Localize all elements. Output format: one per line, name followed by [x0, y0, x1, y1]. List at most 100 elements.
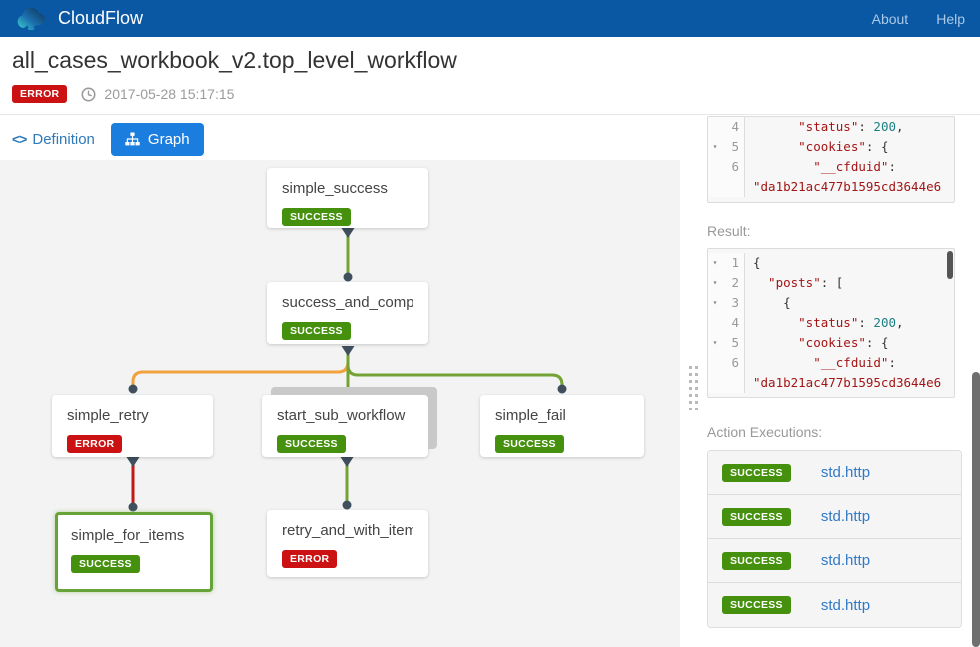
action-execution-row[interactable]: SUCCESS std.http	[708, 495, 961, 539]
workflow-graph-pane: simple_success SUCCESS success_and_compl…	[0, 160, 680, 647]
code-token: "cookies"	[753, 139, 866, 154]
node-status-badge: ERROR	[282, 550, 338, 568]
fold-toggle[interactable]	[708, 157, 722, 177]
action-executions-list: SUCCESS std.http SUCCESS std.http SUCCES…	[707, 450, 962, 628]
code-text: "__cfduid":	[745, 157, 896, 177]
fold-toggle[interactable]: ▾	[708, 333, 722, 353]
brand-title[interactable]: CloudFlow	[58, 8, 144, 28]
action-link[interactable]: std.http	[820, 508, 871, 525]
fold-toggle[interactable]	[708, 117, 722, 137]
code-token: 200	[873, 119, 896, 134]
code-token: "da1b21ac477b1595cd3644e6	[753, 375, 942, 390]
node-title: simple_retry	[67, 407, 149, 424]
node-status-badge: SUCCESS	[277, 435, 346, 453]
line-number: 5	[722, 333, 745, 353]
action-link[interactable]: std.http	[820, 464, 871, 481]
view-tabs: <> Definition Graph	[12, 121, 204, 157]
action-status-badge: SUCCESS	[722, 507, 791, 526]
fold-toggle[interactable]	[708, 353, 722, 373]
fold-toggle[interactable]: ▾	[708, 253, 722, 273]
code-token: "status"	[753, 119, 859, 134]
workflow-node-simple-fail[interactable]: simple_fail SUCCESS	[480, 395, 644, 457]
cloud-icon	[15, 7, 49, 30]
workflow-edges-layer	[126, 228, 567, 512]
code-token: ,	[896, 119, 904, 134]
workflow-node-simple-success[interactable]: simple_success SUCCESS	[267, 168, 428, 228]
action-execution-row[interactable]: SUCCESS std.http	[708, 539, 961, 583]
workflow-node-success-and-complete[interactable]: success_and_complete SUCCESS	[267, 282, 428, 344]
code-icon: <>	[12, 131, 27, 147]
code-token: "__cfduid"	[753, 159, 889, 174]
fold-toggle[interactable]: ▾	[708, 137, 722, 157]
node-title: simple_for_items	[71, 527, 185, 544]
fold-toggle[interactable]	[708, 313, 722, 333]
line-number	[722, 177, 745, 197]
action-execution-row[interactable]: SUCCESS std.http	[708, 451, 961, 495]
node-title: simple_success	[282, 180, 388, 197]
code-token: "status"	[753, 315, 859, 330]
task-details-panel: 4 "status": 200, ▾ 5 "cookies": { 6 "__c…	[705, 116, 967, 647]
tab-definition[interactable]: <> Definition	[12, 131, 95, 148]
code-token: :	[858, 315, 874, 330]
code-line: ▾ 5 "cookies": {	[708, 137, 954, 157]
workflow-node-simple-for-items[interactable]: simple_for_items SUCCESS	[55, 512, 213, 592]
code-line: ▾ 3 {	[708, 293, 954, 313]
node-title: simple_fail	[495, 407, 566, 424]
line-number: 1	[722, 253, 745, 273]
workflow-node-simple-retry[interactable]: simple_retry ERROR	[52, 395, 213, 457]
code-token: : {	[865, 335, 889, 350]
line-number: 6	[722, 157, 745, 177]
tab-graph-label: Graph	[147, 130, 190, 148]
timestamp: 2017-05-28 15:17:15	[104, 86, 235, 102]
result-label: Result:	[707, 223, 751, 239]
line-number: 3	[722, 293, 745, 313]
node-title: retry_and_with_items	[282, 522, 413, 539]
node-status-badge: SUCCESS	[71, 555, 140, 573]
fold-toggle[interactable]: ▾	[708, 293, 722, 313]
about-link[interactable]: About	[871, 10, 909, 27]
code-token: {	[753, 255, 761, 270]
action-link[interactable]: std.http	[820, 552, 871, 569]
code-text: "cookies": {	[745, 333, 888, 353]
action-link[interactable]: std.http	[820, 596, 871, 614]
code-text: "status": 200,	[745, 117, 904, 137]
code-token: : [	[820, 275, 844, 290]
page-header: all_cases_workbook_v2.top_level_workflow…	[0, 37, 980, 115]
node-title: start_sub_workflow	[277, 407, 406, 424]
resize-grip-dots	[688, 366, 692, 410]
node-status-badge: SUCCESS	[495, 435, 564, 453]
result-scrollbar-thumb[interactable]	[947, 251, 953, 279]
workflow-node-retry-and-with-items[interactable]: retry_and_with_items ERROR	[267, 510, 428, 577]
help-link[interactable]: Help	[936, 10, 965, 27]
page-scrollbar-thumb[interactable]	[972, 372, 980, 647]
code-line: "da1b21ac477b1595cd3644e6	[708, 177, 954, 197]
code-text: "posts": [	[745, 273, 843, 293]
action-execution-row[interactable]: SUCCESS std.http	[708, 583, 961, 627]
result-code-block: ▾ 1 { ▾ 2 "posts": [ ▾ 3 { 4 "status": 2…	[707, 248, 955, 398]
workflow-node-start-sub-workflow[interactable]: start_sub_workflow SUCCESS	[262, 395, 428, 457]
workflow-status-badge: ERROR	[12, 85, 68, 103]
line-number: 4	[722, 117, 745, 137]
code-text: "__cfduid":	[745, 353, 896, 373]
page-title: all_cases_workbook_v2.top_level_workflow	[12, 47, 457, 73]
fold-toggle[interactable]	[708, 373, 722, 393]
code-token: : {	[865, 139, 889, 154]
clock-icon	[81, 87, 96, 102]
panel-resize-handle[interactable]	[684, 366, 702, 414]
code-text: "status": 200,	[745, 313, 903, 333]
tab-graph[interactable]: Graph	[110, 122, 204, 156]
code-token: 200	[873, 315, 896, 330]
code-token: "cookies"	[753, 335, 866, 350]
line-number: 5	[722, 137, 745, 157]
nav-bar: CloudFlow About Help	[0, 0, 980, 37]
line-number	[722, 373, 745, 393]
action-status-badge: SUCCESS	[722, 463, 791, 482]
fold-toggle[interactable]: ▾	[708, 273, 722, 293]
node-status-badge: SUCCESS	[282, 322, 351, 340]
fold-toggle[interactable]	[708, 177, 722, 197]
code-text: {	[745, 293, 791, 313]
resize-grip-dots	[694, 366, 698, 410]
nav-links: About Help	[872, 11, 965, 27]
code-line: 4 "status": 200,	[708, 117, 954, 137]
code-token: "posts"	[753, 275, 821, 290]
